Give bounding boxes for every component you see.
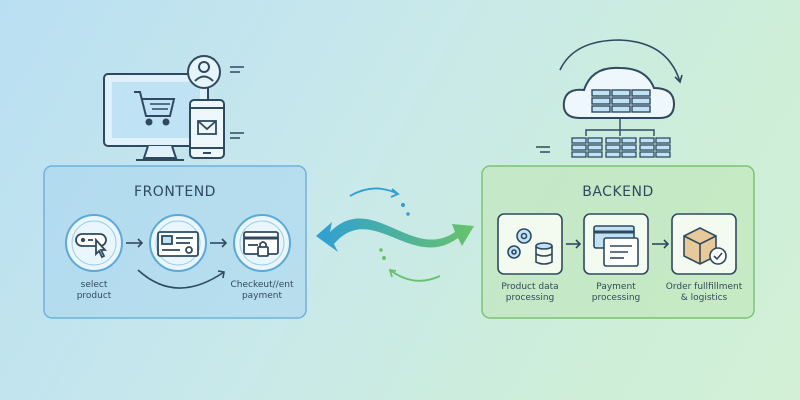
- user-avatar-icon: [187, 55, 221, 89]
- frontend-step-1: [65, 214, 123, 272]
- backend-step-2: [583, 213, 649, 275]
- desktop-computer-icon: [103, 73, 209, 161]
- frontend-title: FRONTEND: [134, 184, 216, 200]
- gears-database-icon: [507, 228, 553, 265]
- backend-flow-arrows: [566, 239, 670, 249]
- signal-lines-icon: [230, 66, 244, 139]
- shopping-cart-icon: [134, 91, 176, 126]
- backend-signal-lines-icon: [536, 146, 550, 153]
- product-card-icon: [157, 231, 199, 257]
- cloud-connector-lines: [585, 118, 655, 136]
- blue-return-arrow: [349, 187, 410, 216]
- green-return-arrow: [379, 248, 441, 282]
- backend-step-3-label: Order fullfillment & logistics: [665, 282, 743, 303]
- backend-step-1: [497, 213, 563, 275]
- sync-swoosh-arrow: [316, 218, 474, 252]
- frontend-step-3-label: Checkeut//ent payment: [230, 280, 294, 301]
- pointer-click-icon: [75, 233, 108, 259]
- package-check-icon: [683, 227, 727, 265]
- backend-step-3: [671, 213, 737, 275]
- frontend-step-2: [149, 214, 207, 272]
- frontend-step-1-label: select product: [76, 280, 112, 301]
- backend-step-2-label: Payment processing: [591, 282, 641, 303]
- credit-card-lock-icon: [243, 231, 279, 257]
- cloud-rotate-arrow: [559, 39, 683, 84]
- server-rack-icon: [591, 89, 651, 113]
- database-nodes-icon: [571, 137, 671, 158]
- backend-step-1-label: Product data processing: [501, 282, 559, 303]
- backend-title: BACKEND: [582, 184, 654, 200]
- frontend-flow-arrows: [126, 238, 228, 289]
- payment-document-icon: [593, 225, 639, 267]
- frontend-step-3: [233, 214, 291, 272]
- mail-icon: [197, 120, 217, 135]
